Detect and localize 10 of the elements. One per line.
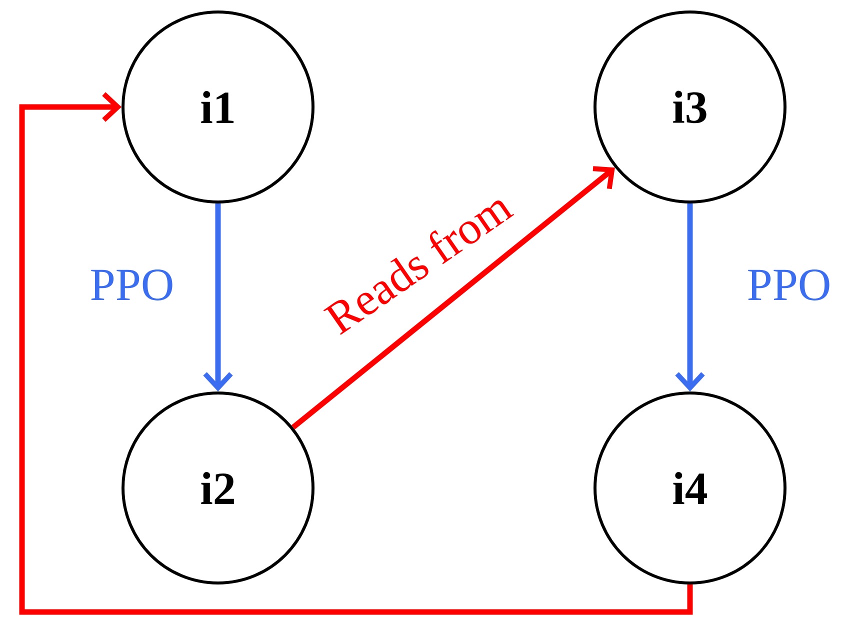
circle-node: i3 — [594, 10, 786, 204]
edge-label: PPO — [91, 270, 172, 300]
circle-node: i4 — [594, 391, 786, 584]
circle-node: i1 — [122, 10, 314, 204]
arrow — [19, 92, 693, 615]
arrow — [291, 166, 615, 430]
circle-node: i2 — [122, 391, 314, 584]
arrow — [203, 203, 233, 392]
edge-label: PPO — [748, 270, 830, 300]
arrow — [675, 203, 705, 392]
